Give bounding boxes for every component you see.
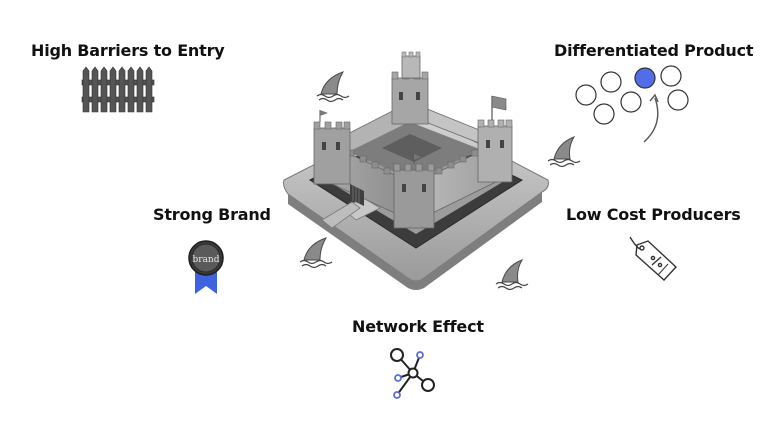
price-tag-icon (628, 235, 680, 283)
fence-icon (82, 66, 154, 112)
network-nodes-icon (385, 345, 441, 403)
label-low-cost-producers: Low Cost Producers (566, 205, 741, 224)
label-high-barriers: High Barriers to Entry (31, 41, 224, 60)
label-network-effect: Network Effect (352, 317, 484, 336)
label-differentiated-product: Differentiated Product (554, 41, 753, 60)
brand-badge-icon: brand (186, 234, 226, 296)
castle-moat-illustration (282, 52, 550, 284)
shark-fin-icon (546, 135, 580, 167)
label-strong-brand: Strong Brand (153, 205, 271, 224)
circles-choice-icon (572, 64, 692, 146)
badge-text: brand (193, 255, 220, 265)
